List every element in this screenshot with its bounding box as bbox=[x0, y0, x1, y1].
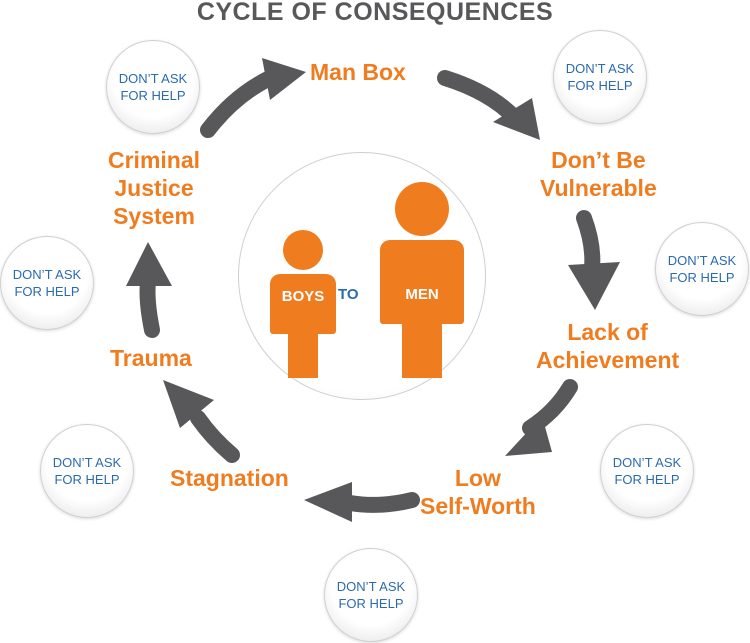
arrow-vulnerable-to-achievement-head bbox=[568, 262, 620, 310]
to-label: TO bbox=[338, 286, 359, 303]
stage-stagnation: Stagnation bbox=[170, 465, 289, 491]
stage-man-box: Man Box bbox=[310, 59, 406, 85]
bubble-text: DON’T ASK FOR HELP bbox=[612, 455, 682, 487]
arrow-justice-to-manbox-head bbox=[262, 58, 306, 100]
man-head bbox=[395, 182, 449, 236]
arrow-selfworth-to-stagnation bbox=[342, 492, 420, 513]
boy-figure: BOYS bbox=[270, 230, 336, 378]
arrow-achievement-to-selfworth-head bbox=[505, 416, 552, 456]
stage-lack-of-achievement: Lack of Achievement bbox=[536, 319, 680, 373]
stage-dont-be-vulnerable: Don’t Be Vulnerable bbox=[540, 147, 657, 201]
arrow-manbox-to-vulnerable bbox=[437, 70, 523, 126]
bubble-text: DON’T ASK FOR HELP bbox=[118, 71, 188, 103]
bubble-text: DON’T ASK FOR HELP bbox=[565, 61, 635, 93]
dont-ask-bubble-2: DON’T ASK FOR HELP bbox=[553, 30, 647, 124]
dont-ask-bubble-4: DON’T ASK FOR HELP bbox=[0, 236, 94, 330]
arrow-selfworth-to-stagnation-head bbox=[304, 482, 352, 522]
boys-label: BOYS bbox=[281, 288, 325, 305]
dont-ask-bubble-3: DON’T ASK FOR HELP bbox=[655, 222, 749, 316]
boy-legs bbox=[288, 330, 318, 378]
dont-ask-bubble-1: DON’T ASK FOR HELP bbox=[106, 40, 200, 134]
man-body bbox=[380, 240, 464, 324]
arrow-stagnation-to-trauma bbox=[190, 410, 240, 463]
arrow-trauma-to-justice-head bbox=[126, 242, 172, 286]
stage-trauma: Trauma bbox=[110, 345, 192, 371]
arrow-achievement-to-selfworth bbox=[522, 379, 578, 436]
dont-ask-bubble-7: DON’T ASK FOR HELP bbox=[324, 548, 418, 642]
diagram-title: CYCLE OF CONSEQUENCES bbox=[196, 0, 554, 26]
bubble-text: DON’T ASK FOR HELP bbox=[667, 253, 737, 285]
arrow-trauma-to-justice bbox=[139, 274, 160, 338]
arrow-stagnation-to-trauma-head bbox=[163, 380, 214, 428]
stage-low-self-worth: Low Self-Worth bbox=[420, 465, 536, 519]
bubble-text: DON’T ASK FOR HELP bbox=[336, 579, 406, 611]
arrow-vulnerable-to-achievement bbox=[576, 210, 601, 276]
arrow-justice-to-manbox bbox=[200, 70, 278, 138]
stage-criminal-justice-system: Criminal Justice System bbox=[108, 147, 201, 229]
man-figure: MEN bbox=[380, 182, 464, 378]
boy-head bbox=[283, 230, 323, 270]
dont-ask-bubble-6: DON’T ASK FOR HELP bbox=[600, 424, 694, 518]
dont-ask-bubble-5: DON’T ASK FOR HELP bbox=[40, 424, 134, 518]
men-label: MEN bbox=[405, 286, 439, 303]
boy-body bbox=[270, 274, 336, 334]
bubble-text: DON’T ASK FOR HELP bbox=[52, 455, 122, 487]
arrow-manbox-to-vulnerable-head bbox=[493, 98, 540, 140]
man-legs bbox=[402, 320, 442, 378]
bubble-text: DON’T ASK FOR HELP bbox=[12, 267, 82, 299]
